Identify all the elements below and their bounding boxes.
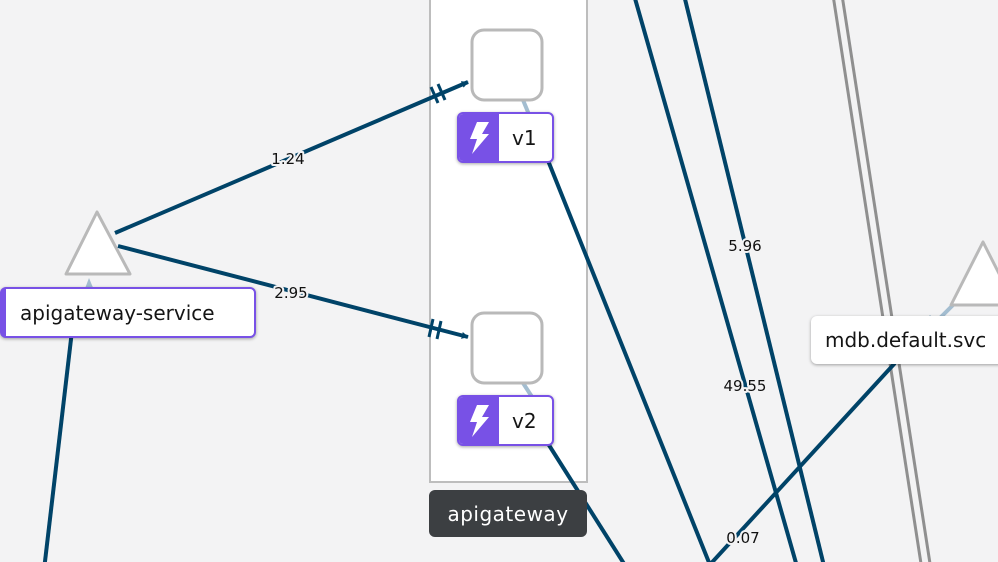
v2-outgoing-edge[interactable] <box>545 440 628 562</box>
long-edge-2-line[interactable] <box>633 0 798 562</box>
service-node-label[interactable]: apigateway-service <box>0 287 256 338</box>
mdb-service-node-label[interactable]: mdb.default.svc <box>811 316 998 364</box>
svc-to-v2-rate-label: 2.95 <box>274 284 307 302</box>
app-group-label-text: apigateway <box>447 501 569 526</box>
service-node-triangle[interactable] <box>64 210 132 276</box>
svc-to-v1-tick-2 <box>436 83 447 101</box>
svc-to-v1-rate-label: 1.24 <box>271 150 304 168</box>
v2-node-square[interactable] <box>470 311 544 385</box>
app-group-label[interactable]: apigateway <box>429 490 587 537</box>
grey-edge-2[interactable] <box>841 0 932 562</box>
svc-to-v1-tick-1 <box>429 86 440 104</box>
bolt-icon <box>459 114 499 161</box>
long-edge-2-rate-label: 49.55 <box>724 377 767 395</box>
into-service-edge[interactable] <box>42 304 77 562</box>
grey-edge-1[interactable] <box>832 0 923 562</box>
svc-to-v2-edge-line[interactable] <box>117 244 469 339</box>
svc-to-v2-tick-2 <box>435 320 443 340</box>
mdb-service-node-triangle[interactable] <box>949 240 998 307</box>
v2-node-label-text: v2 <box>512 408 537 433</box>
v1-node-square[interactable] <box>470 28 544 102</box>
svc-to-v2-tick-1 <box>427 318 435 338</box>
long-edge-1-rate-label: 5.96 <box>728 237 761 255</box>
v1-node-label-text: v1 <box>512 125 537 150</box>
v2-node-label[interactable]: v2 <box>457 395 554 446</box>
to-mdb-edge-line[interactable] <box>705 361 897 562</box>
mdb-service-node-label-text: mdb.default.svc <box>825 328 987 352</box>
service-node-label-text: apigateway-service <box>20 300 215 325</box>
svc-to-v1-edge-line[interactable] <box>114 80 469 235</box>
bolt-icon <box>459 397 499 444</box>
long-edge-1-line[interactable] <box>683 0 826 562</box>
to-mdb-rate-label: 0.07 <box>726 529 759 547</box>
v1-node-label[interactable]: v1 <box>457 112 554 163</box>
v1-outgoing-edge[interactable] <box>545 157 712 562</box>
